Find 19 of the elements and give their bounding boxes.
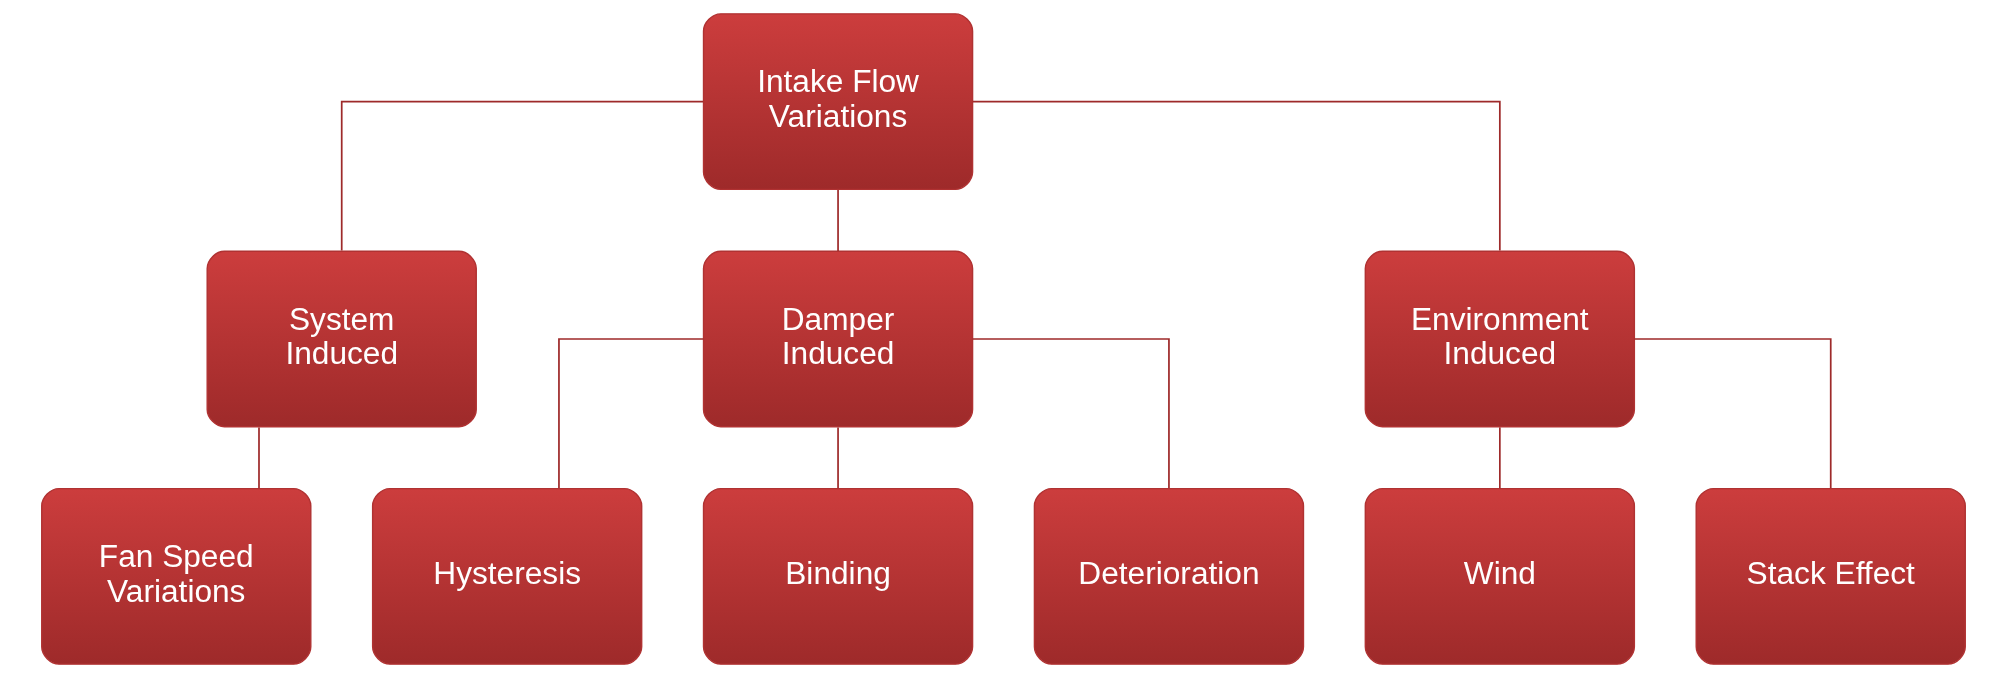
connector (971, 338, 1170, 489)
connector (971, 100, 1501, 252)
node-box: Damper Induced (702, 250, 974, 428)
node-box: Binding (702, 487, 974, 665)
connector (340, 100, 704, 252)
node-box: Intake Flow Variations (702, 13, 974, 191)
node-box: Wind (1364, 487, 1636, 665)
connector (258, 426, 260, 490)
node-box: Stack Effect (1695, 487, 1966, 665)
connector (1498, 426, 1501, 490)
node-box: Fan Speed Variations (41, 487, 312, 665)
node-box: Hysteresis (371, 487, 643, 665)
connector (1633, 338, 1832, 489)
node-box: System Induced (206, 250, 477, 428)
connector (837, 426, 839, 490)
connector (837, 189, 839, 252)
node-box: Deterioration (1033, 487, 1305, 665)
node-box: Environment Induced (1364, 250, 1636, 428)
connector (558, 338, 705, 489)
